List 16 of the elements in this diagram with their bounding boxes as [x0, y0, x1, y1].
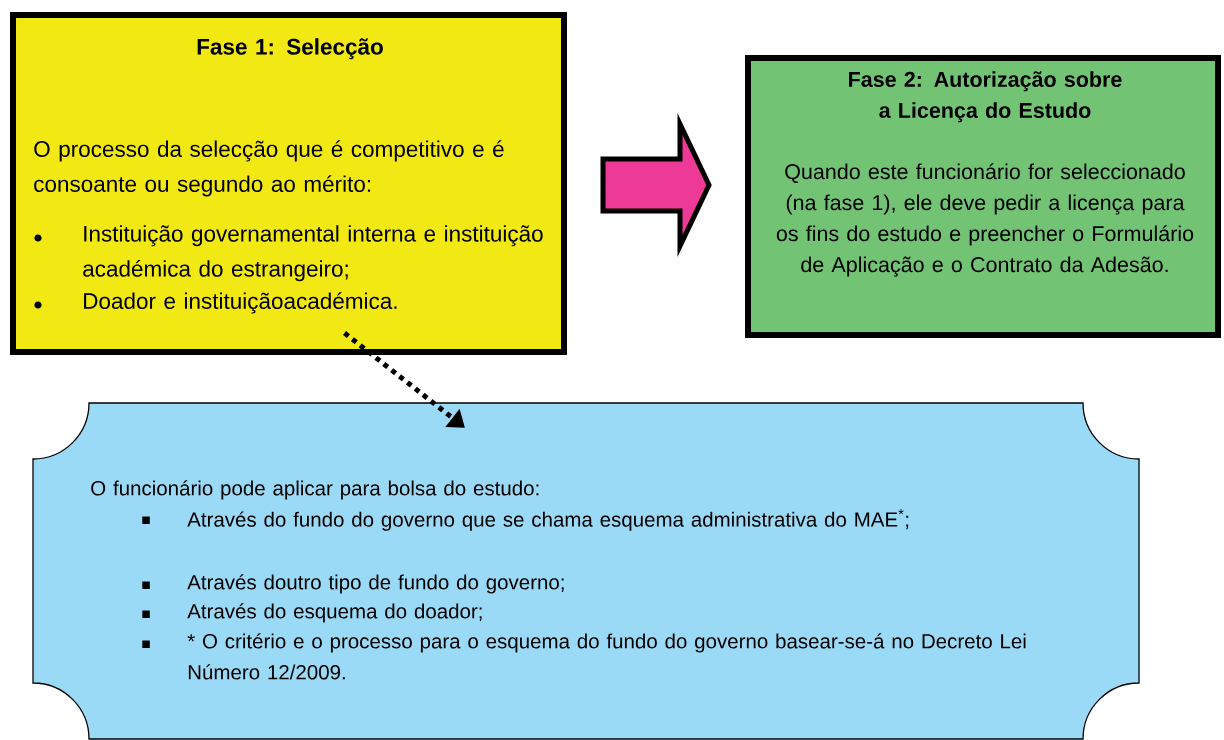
list-item: Instituição governamental interna e instituição académica do estrangeiro;	[83, 225, 543, 282]
block-arrow	[600, 112, 712, 258]
heading: Fase 2: Autorização sobre a Licença do Estudo	[849, 71, 1122, 123]
paragraph: O funcionário pode aplicar para bolsa do estudo:	[91, 480, 539, 500]
list-item: * O critério e o processo para o esquema do fundo do governo basear-se-á no Decreto Lei Número 12/2009.	[187, 633, 1026, 680]
paragraph: Quando este funcionário for seleccionado (na fase 1), ele deve pedir a licença para os fins do estudo e preencher o Formulário de Aplicação e o Contrato da Adesão.	[776, 163, 1194, 277]
phase-box	[745, 55, 1221, 338]
list-item: Através do esquema do doador;	[187, 603, 482, 623]
list-item: Através do fundo do governo que se chama esquema administrativa do MAE$^{*}$;	[187, 509, 909, 531]
plaque-box	[32, 402, 1140, 740]
paragraph: O processo da selecção que é competitivo e é consoante ou segundo ao mérito:	[34, 140, 504, 197]
arrow	[342, 331, 465, 428]
list-item: Doador e instituiçãoacadémica.	[84, 292, 397, 314]
list-item: Através doutro tipo de fundo do governo;	[187, 574, 564, 594]
phase-box	[10, 12, 567, 355]
heading: Fase 1: Selecção	[197, 38, 383, 60]
